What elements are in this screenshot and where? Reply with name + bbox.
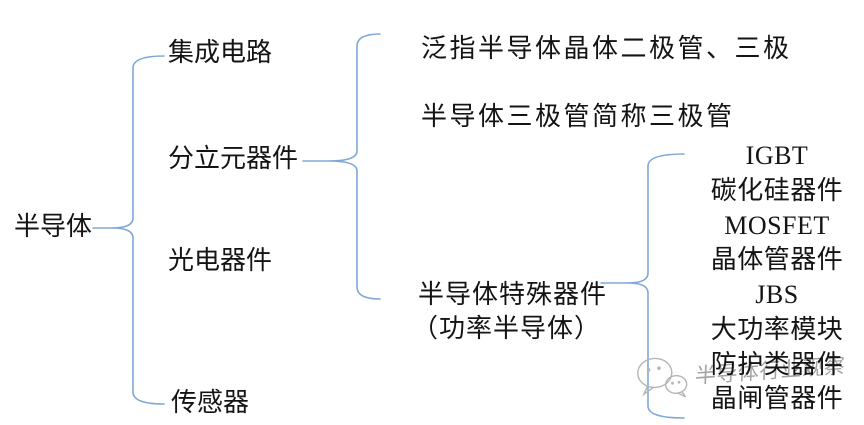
special-child-high-power-modules: 大功率模块 bbox=[710, 314, 844, 344]
branch-integrated-circuits: 集成电路 bbox=[168, 38, 273, 67]
special-child-silicon-carbide: 碳化硅器件 bbox=[710, 175, 844, 205]
branch-sensors: 传感器 bbox=[171, 388, 250, 417]
special-child-transistor-devices: 晶体管器件 bbox=[710, 245, 844, 275]
discrete-brace bbox=[328, 33, 381, 300]
special-child-protection-devices: 防护类器件 bbox=[710, 349, 844, 379]
branch-discrete-components: 分立元器件 bbox=[168, 144, 299, 173]
special-child-mosfet: MOSFET bbox=[724, 210, 830, 240]
special-child-thyristor-devices: 晶闸管器件 bbox=[710, 384, 844, 414]
wechat-icon bbox=[637, 357, 688, 398]
special-children-list: IGBT 碳化硅器件 MOSFET 晶体管器件 JBS 大功率模块 防护类器件 … bbox=[690, 139, 864, 417]
root-brace bbox=[111, 55, 165, 405]
discrete-note-line2: 半导体三极管简称三极管 bbox=[421, 102, 735, 131]
discrete-note-line1: 泛指半导体晶体二极管、三极 bbox=[421, 34, 792, 63]
special-device-subtitle: （功率半导体） bbox=[412, 314, 602, 343]
special-device-title: 半导体特殊器件 bbox=[418, 280, 608, 309]
root-label: 半导体 bbox=[14, 212, 93, 241]
special-child-igbt: IGBT bbox=[745, 141, 809, 170]
special-child-jbs: JBS bbox=[755, 280, 799, 309]
branch-optoelectronic-devices: 光电器件 bbox=[168, 246, 273, 275]
